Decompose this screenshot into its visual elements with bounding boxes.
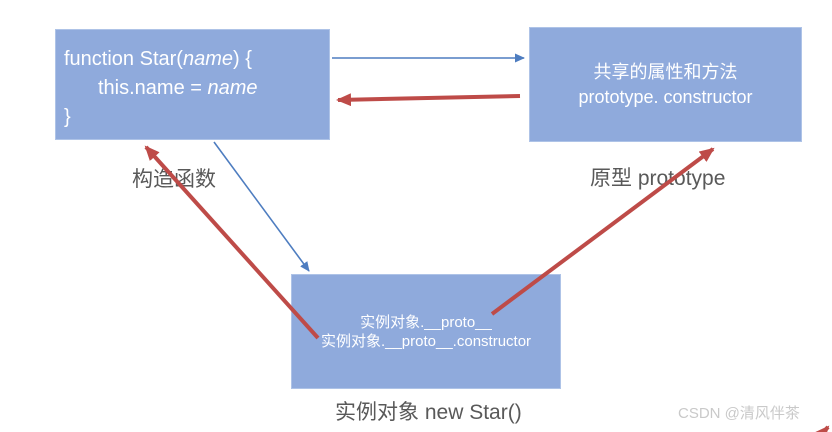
arrow-corner-fragment — [814, 425, 830, 432]
code-text: this.name = — [98, 77, 208, 99]
watermark: CSDN @清风伴茶 — [678, 405, 800, 422]
code-line-3: } — [64, 106, 71, 128]
instance-box-line-2: 实例对象.__proto__.constructor — [320, 332, 532, 350]
constructor-label: 构造函数 — [132, 168, 216, 191]
instance-box: 实例对象.__proto__ 实例对象.__proto__.constructo… — [291, 274, 561, 389]
code-text: ) { — [232, 48, 252, 70]
constructor-function-box: function Star(name) { this.name = name } — [55, 29, 330, 140]
prototype-box-line-1: 共享的属性和方法 — [593, 61, 738, 82]
code-param: name — [182, 48, 233, 70]
prototype-box-line-2: prototype. constructor — [578, 86, 753, 107]
code-param: name — [207, 77, 258, 99]
code-line-1: function Star(name) { — [64, 45, 325, 74]
instance-box-line-1: 实例对象.__proto__ — [360, 313, 492, 331]
arrow-prototype-to-constructor — [336, 93, 521, 107]
code-line-2: this.name = name — [64, 74, 325, 103]
arrow-constructor-to-instance — [213, 141, 310, 272]
instance-label: 实例对象 new Star() — [335, 401, 522, 424]
code-text: function Star( — [64, 48, 183, 70]
prototype-label: 原型 prototype — [590, 167, 726, 190]
prototype-box: 共享的属性和方法 prototype. constructor — [529, 27, 802, 142]
